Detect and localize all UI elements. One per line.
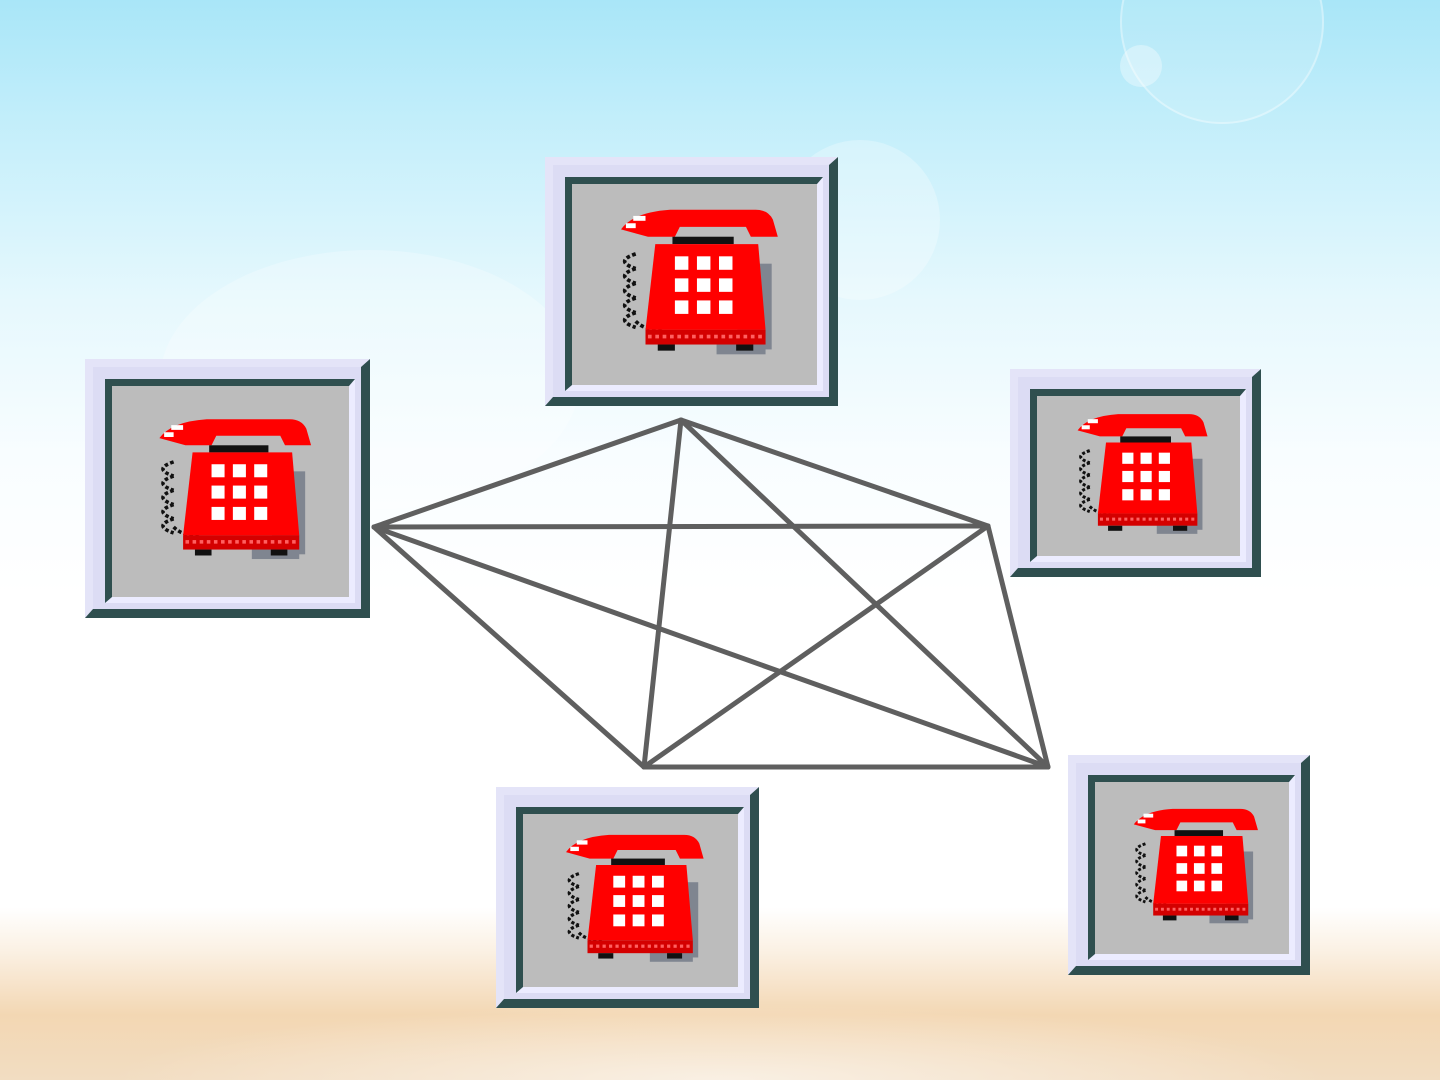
connection-line-top-bottom-left xyxy=(641,417,684,770)
connection-line-right-bottom-left xyxy=(641,523,991,770)
telephone-icon xyxy=(566,834,704,962)
telephone-icon xyxy=(1077,414,1208,534)
telephone-icon xyxy=(621,209,778,355)
telephone-panel xyxy=(516,807,744,993)
telephone-panel xyxy=(105,379,355,603)
connection-line-top-right xyxy=(678,417,991,529)
telephone-node-bottom-right xyxy=(1068,755,1310,975)
telephone-panel xyxy=(1088,775,1295,960)
connection-line-left-bottom-left xyxy=(371,524,647,770)
telephone-node-right xyxy=(1010,369,1261,577)
telephone-node-left xyxy=(85,359,370,618)
connection-line-left-right xyxy=(371,523,991,530)
telephone-panel xyxy=(1030,389,1246,562)
telephone-node-bottom-left xyxy=(496,787,759,1008)
connection-line-top-bottom-right xyxy=(678,417,1051,770)
connection-line-left-bottom-right xyxy=(371,524,1051,770)
connection-line-right-bottom-right xyxy=(985,523,1051,770)
telephone-icon xyxy=(1133,808,1258,924)
connection-line-top-left xyxy=(371,417,684,530)
telephone-icon xyxy=(159,419,312,560)
telephone-node-top xyxy=(545,157,838,406)
telephone-panel xyxy=(565,177,823,391)
